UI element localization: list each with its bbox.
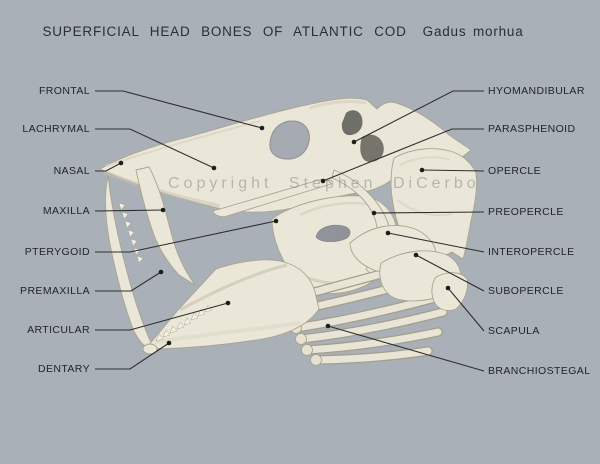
copyright-watermark: Copyright Stephen DiCerbo bbox=[168, 175, 480, 192]
bone-label-maxilla: MAXILLA bbox=[42, 205, 90, 217]
bone-label-dentary: DENTARY bbox=[37, 363, 90, 375]
bone-label-opercle: OPERCLE bbox=[488, 165, 541, 177]
title-main: SUPERFICIAL HEAD BONES OF ATLANTIC COD bbox=[42, 24, 407, 39]
bone-label-subopercle: SUBOPERCLE bbox=[488, 285, 564, 297]
page-title: SUPERFICIAL HEAD BONES OF ATLANTIC COD Ga… bbox=[0, 24, 600, 39]
title-species: Gadus morhua bbox=[422, 24, 524, 39]
bone-label-branchiostegal: BRANCHIOSTEGAL bbox=[488, 365, 591, 377]
scapula-shape bbox=[431, 272, 468, 311]
bone-label-parasphenoid: PARASPHENOID bbox=[488, 123, 576, 135]
dentary-shape bbox=[142, 259, 320, 355]
bone-label-scapula: SCAPULA bbox=[488, 325, 540, 337]
bone-label-premaxilla: PREMAXILLA bbox=[20, 285, 90, 297]
bone-label-frontal: FRONTAL bbox=[38, 85, 90, 97]
bone-label-preopercle: PREOPERCLE bbox=[488, 206, 564, 218]
bone-label-hyomandibular: HYOMANDIBULAR bbox=[488, 85, 585, 97]
bone-label-lachrymal: LACHRYMAL bbox=[22, 123, 90, 135]
bone-label-nasal: NASAL bbox=[53, 165, 90, 177]
bone-label-interopercle: INTEROPERCLE bbox=[488, 246, 575, 258]
bone-label-articular: ARTICULAR bbox=[27, 324, 90, 336]
bone-label-pterygoid: PTERYGOID bbox=[24, 246, 90, 258]
